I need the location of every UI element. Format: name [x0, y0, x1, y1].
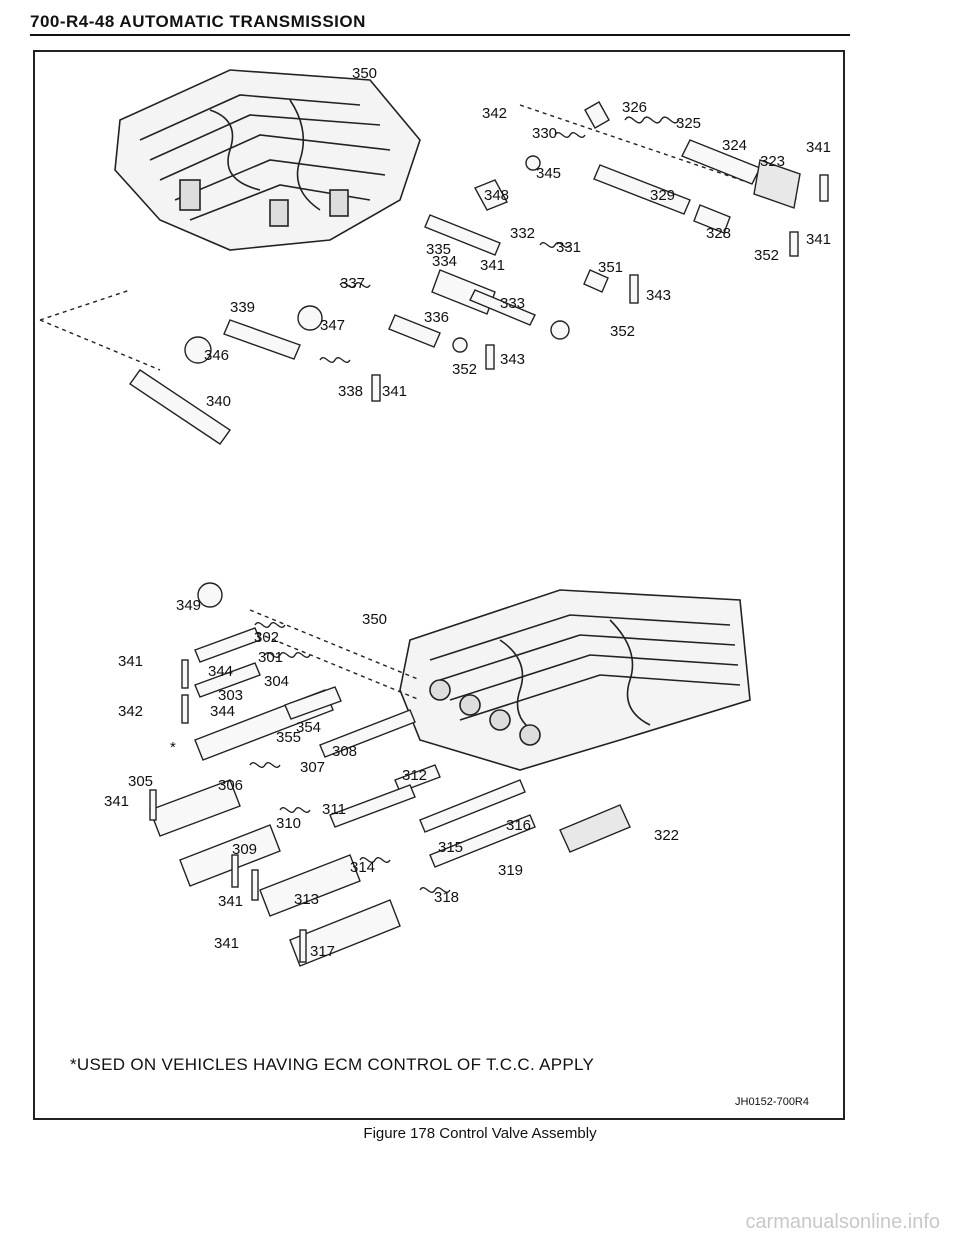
- upper-part-label-351: 351: [598, 259, 623, 276]
- page-header: 700-R4-48 AUTOMATIC TRANSMISSION: [30, 10, 850, 36]
- lower-part-label-314: 314: [350, 859, 375, 876]
- lower-part-label-312: 312: [402, 767, 427, 784]
- footnote: *USED ON VEHICLES HAVING ECM CONTROL OF …: [70, 1055, 595, 1074]
- lower-part-label-308: 308: [332, 743, 357, 760]
- upper-part-label-337: 337: [340, 275, 365, 292]
- upper-part-label-328: 328: [706, 225, 731, 242]
- lower-part-label-344: 344: [208, 663, 233, 680]
- upper-part-label-324: 324: [722, 137, 747, 154]
- upper-part-label-352: 352: [452, 361, 477, 378]
- upper-part-label-341: 341: [382, 383, 407, 400]
- lower-part-label-303: 303: [218, 687, 243, 704]
- lower-part-label-317: 317: [310, 943, 335, 960]
- upper-valve-train: [39, 101, 829, 445]
- lower-part-label-311: 311: [322, 801, 346, 818]
- upper-part-label-326: 326: [622, 99, 647, 116]
- lower-part-label-322: 322: [654, 827, 679, 844]
- lower-part-label-304: 304: [264, 673, 289, 690]
- lower-part-label-341: 341: [218, 893, 243, 910]
- lower-part-label-341: 341: [214, 935, 239, 952]
- upper-part-label-325: 325: [676, 115, 701, 132]
- lower-part-label-341: 341: [118, 653, 143, 670]
- lower-part-label-341: 341: [104, 793, 129, 810]
- lower-part-label-344: 344: [210, 703, 235, 720]
- lower-part-label-301: 301: [258, 649, 283, 666]
- lower-part-label-302: 302: [254, 629, 279, 646]
- upper-part-label-323: 323: [760, 153, 785, 170]
- lower-part-label-319: 319: [498, 862, 523, 879]
- lower-part-label-315: 315: [438, 839, 463, 856]
- upper-part-label-350: 350: [352, 65, 377, 82]
- lower-part-label-342: 342: [118, 703, 143, 720]
- upper-part-label-334: 334: [432, 253, 457, 270]
- upper-part-label-347: 347: [320, 317, 345, 334]
- upper-part-label-333: 333: [500, 295, 525, 312]
- asterisk-mark: *: [170, 739, 176, 756]
- upper-part-label-335: 335: [426, 241, 451, 258]
- header-rule: [30, 34, 850, 36]
- upper-part-label-346: 346: [204, 347, 229, 364]
- lower-valve-train: [149, 582, 631, 967]
- lower-part-label-316: 316: [506, 817, 531, 834]
- figure-caption: Figure 178 Control Valve Assembly: [363, 1125, 597, 1142]
- watermark: carmanualsonline.info: [745, 1211, 940, 1233]
- upper-part-label-352: 352: [754, 247, 779, 264]
- lower-part-label-309: 309: [232, 841, 257, 858]
- lower-part-label-313: 313: [294, 891, 319, 908]
- upper-part-label-341: 341: [480, 257, 505, 274]
- upper-part-label-348: 348: [484, 187, 509, 204]
- upper-part-label-340: 340: [206, 393, 231, 410]
- upper-part-label-338: 338: [338, 383, 363, 400]
- upper-part-label-342: 342: [482, 105, 507, 122]
- lower-part-label-318: 318: [434, 889, 459, 906]
- lower-part-label-305: 305: [128, 773, 153, 790]
- figure-code: JH0152-700R4: [735, 1096, 809, 1108]
- lower-valve-body: [399, 589, 751, 771]
- lower-part-label-349: 349: [176, 597, 201, 614]
- upper-part-label-331: 331: [556, 239, 581, 256]
- upper-part-label-339: 339: [230, 299, 255, 316]
- upper-part-label-343: 343: [646, 287, 671, 304]
- lower-part-label-310: 310: [276, 815, 301, 832]
- lower-part-label-306: 306: [218, 777, 243, 794]
- upper-part-label-343: 343: [500, 351, 525, 368]
- upper-part-label-341: 341: [806, 139, 831, 156]
- upper-part-label-345: 345: [536, 165, 561, 182]
- header-title: 700-R4-48 AUTOMATIC TRANSMISSION: [30, 12, 366, 31]
- figure-frame: [33, 50, 845, 1120]
- upper-part-label-332: 332: [510, 225, 535, 242]
- upper-part-label-329: 329: [650, 187, 675, 204]
- upper-part-label-352: 352: [610, 323, 635, 340]
- upper-valve-body: [114, 69, 421, 251]
- lower-part-label-307: 307: [300, 759, 325, 776]
- lower-part-label-355: 355: [276, 729, 301, 746]
- lower-part-label-354: 354: [296, 719, 321, 736]
- lower-part-label-350: 350: [362, 611, 387, 628]
- upper-part-label-330: 330: [532, 125, 557, 142]
- upper-part-labels: 350 342 326 325 330 324 341 323 345 348 329 332 328 3…: [204, 65, 831, 410]
- upper-part-label-336: 336: [424, 309, 449, 326]
- upper-part-label-341: 341: [806, 231, 831, 248]
